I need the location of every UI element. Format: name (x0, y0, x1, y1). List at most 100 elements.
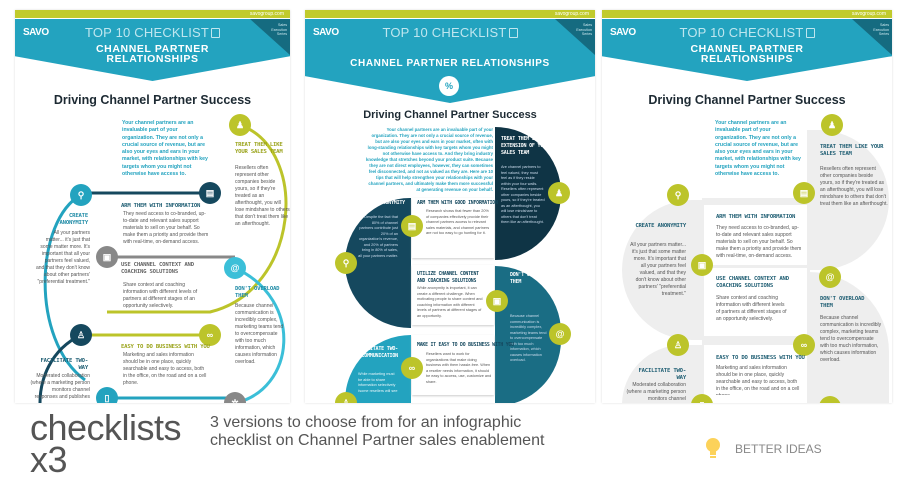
footer-description: 3 versions to choose from for an infogra… (210, 414, 545, 449)
treat-body: Resellers often represent other companie… (820, 166, 888, 207)
coaching-icon: ▣ (691, 254, 713, 276)
header-banner: Sales Execution Series SAVO TOP 10 CHECK… (602, 19, 892, 81)
facilitate-body: Moderated collaboration (where a marketi… (30, 373, 90, 400)
gear-icon: ✲ (224, 392, 246, 403)
use-title: Use channel context and coaching solutio… (716, 276, 789, 289)
checklist-version-2[interactable]: savogroup.com Sales Execution Series SAV… (305, 10, 595, 403)
arm-title: Arm them with information (121, 203, 201, 209)
arm-box (704, 205, 807, 265)
series-label: Sales Execution Series (873, 23, 889, 36)
anonymity-icon: ⚲ (667, 184, 689, 206)
facilitate-title: Facilitate two-way (638, 368, 686, 381)
treat-title: Treat them like your sales team (235, 142, 283, 155)
savo-logo: SAVO (610, 27, 636, 38)
arm-body: Research shows that fewer than 20% of co… (426, 209, 490, 235)
gear-icon: ✲ (819, 396, 841, 403)
facilitate-body: While marketing must be able to share in… (358, 372, 398, 392)
use-box (704, 268, 807, 336)
path-lines (38, 123, 288, 403)
percent-icon: % (439, 76, 459, 96)
treat-title: Treat them like an extension of your sal… (501, 136, 552, 156)
coaching-icon: ▣ (96, 246, 118, 268)
page-title: Driving Channel Partner Success (648, 93, 846, 107)
coaching-icon: ▣ (486, 290, 508, 312)
arm-title: Arm them with good information (417, 201, 498, 206)
people-icon: ♙ (335, 392, 357, 403)
site-bar: savogroup.com (15, 10, 290, 18)
treat-body: Resellers often represent other companie… (235, 165, 290, 227)
savo-logo: SAVO (23, 27, 49, 38)
clipboard-icon (508, 28, 518, 38)
footer-headline: checklists x3 (30, 407, 182, 480)
lightbulb-icon (706, 438, 720, 458)
site-bar: savogroup.com (305, 10, 595, 18)
dont-body: Because channel communication is incredi… (510, 314, 547, 362)
anonymity-icon: ⚲ (70, 184, 92, 206)
handshake-icon: ∞ (199, 324, 221, 346)
easy-title: Easy to do business with you (716, 355, 805, 361)
checklist-heading: TOP 10 CHECKLIST (602, 25, 892, 40)
team-icon: ♟ (821, 114, 843, 136)
treat-body: Are channel partners to feel valued, the… (501, 165, 545, 224)
spiral-icon: @ (549, 323, 571, 345)
create-body: Despite the fact that 80% of channel par… (358, 215, 398, 258)
easy-box (412, 335, 494, 395)
arm-title: Arm them with information (716, 214, 796, 220)
series-label: Sales Execution Series (271, 23, 287, 36)
easy-body: Marketing and sales information should b… (123, 352, 207, 386)
brand-name: BETTER IDEAS (735, 442, 822, 456)
headline-count: x3 (30, 439, 68, 480)
facilitate-body: Moderated collaboration (where a marketi… (626, 382, 686, 402)
handshake-icon: ∞ (793, 334, 815, 356)
checklist-version-1[interactable]: savogroup.com Sales Execution Series SAV… (15, 10, 290, 403)
utilize-title: Utilize channel content and coaching sol… (417, 272, 479, 284)
team-icon: ♟ (229, 114, 251, 136)
mobile-icon: ▯ (96, 387, 118, 403)
headline-word: checklists (30, 407, 182, 448)
create-title: Create anonymity (635, 223, 686, 229)
clipboard-icon (211, 28, 221, 38)
create-title: Create anonymity (59, 213, 88, 226)
easy-body: Resellers want to work for organizations… (426, 352, 492, 384)
header-banner: Sales Execution Series SAVO TOP 10 CHECK… (305, 19, 595, 103)
intro-text: Your channel partners are an invaluable … (365, 127, 493, 192)
use-body: Share context and coaching information w… (716, 295, 787, 322)
utilize-box (412, 265, 494, 325)
mobile-icon: ▯ (691, 394, 713, 403)
people-icon: ♙ (70, 324, 92, 346)
page-title: Driving Channel Partner Success (53, 93, 252, 107)
arm-body: They need access to co-branded, up-to-da… (123, 211, 209, 245)
easy-body: Marketing and sales information should b… (716, 365, 800, 395)
arm-body: They need access to co-branded, up-to-da… (716, 225, 802, 259)
checklist-version-3[interactable]: savogroup.com Sales Execution Series SAV… (602, 10, 892, 403)
people-icon: ♙ (667, 334, 689, 356)
page-title: Driving Channel Partner Success (363, 109, 537, 121)
dont-title: Don't overload them (235, 286, 280, 299)
series-label: Sales Execution Series (576, 23, 592, 36)
easy-title: Easy to do business with you (121, 344, 210, 350)
use-body: Share context and coaching information w… (123, 282, 198, 309)
facilitate-title: Facilitate two-way communication (350, 346, 398, 359)
spiral-icon: @ (224, 257, 246, 279)
arm-box (412, 198, 494, 258)
spiral-icon: @ (819, 266, 841, 288)
create-body: All your partners matter... it's just th… (630, 242, 686, 297)
intro-text: Your channel partners are an invaluable … (715, 120, 801, 178)
site-bar: savogroup.com (602, 10, 892, 18)
easy-title: Make it easy to do business with you (417, 343, 514, 348)
screen-icon: ▤ (793, 182, 815, 204)
team-icon: ♟ (548, 182, 570, 204)
dont-title: Don't overload them (510, 272, 550, 285)
checklist-heading: TOP 10 CHECKLIST (305, 25, 595, 40)
anonymity-icon: ⚲ (335, 252, 357, 274)
intro-text: Your channel partners are an invaluable … (122, 120, 208, 178)
screen-icon: ▤ (401, 215, 423, 237)
savo-logo: SAVO (313, 27, 339, 38)
topic-heading: CHANNEL PARTNER RELATIONSHIPS (350, 58, 550, 69)
screen-icon: ▤ (199, 182, 221, 204)
checklist-heading: TOP 10 CHECKLIST (15, 25, 290, 40)
dont-body: Because channel communication is incredi… (820, 315, 882, 363)
utilize-body: While anonymity is important, it can cre… (417, 286, 483, 318)
facilitate-title: Facilitate two-way (40, 358, 88, 371)
